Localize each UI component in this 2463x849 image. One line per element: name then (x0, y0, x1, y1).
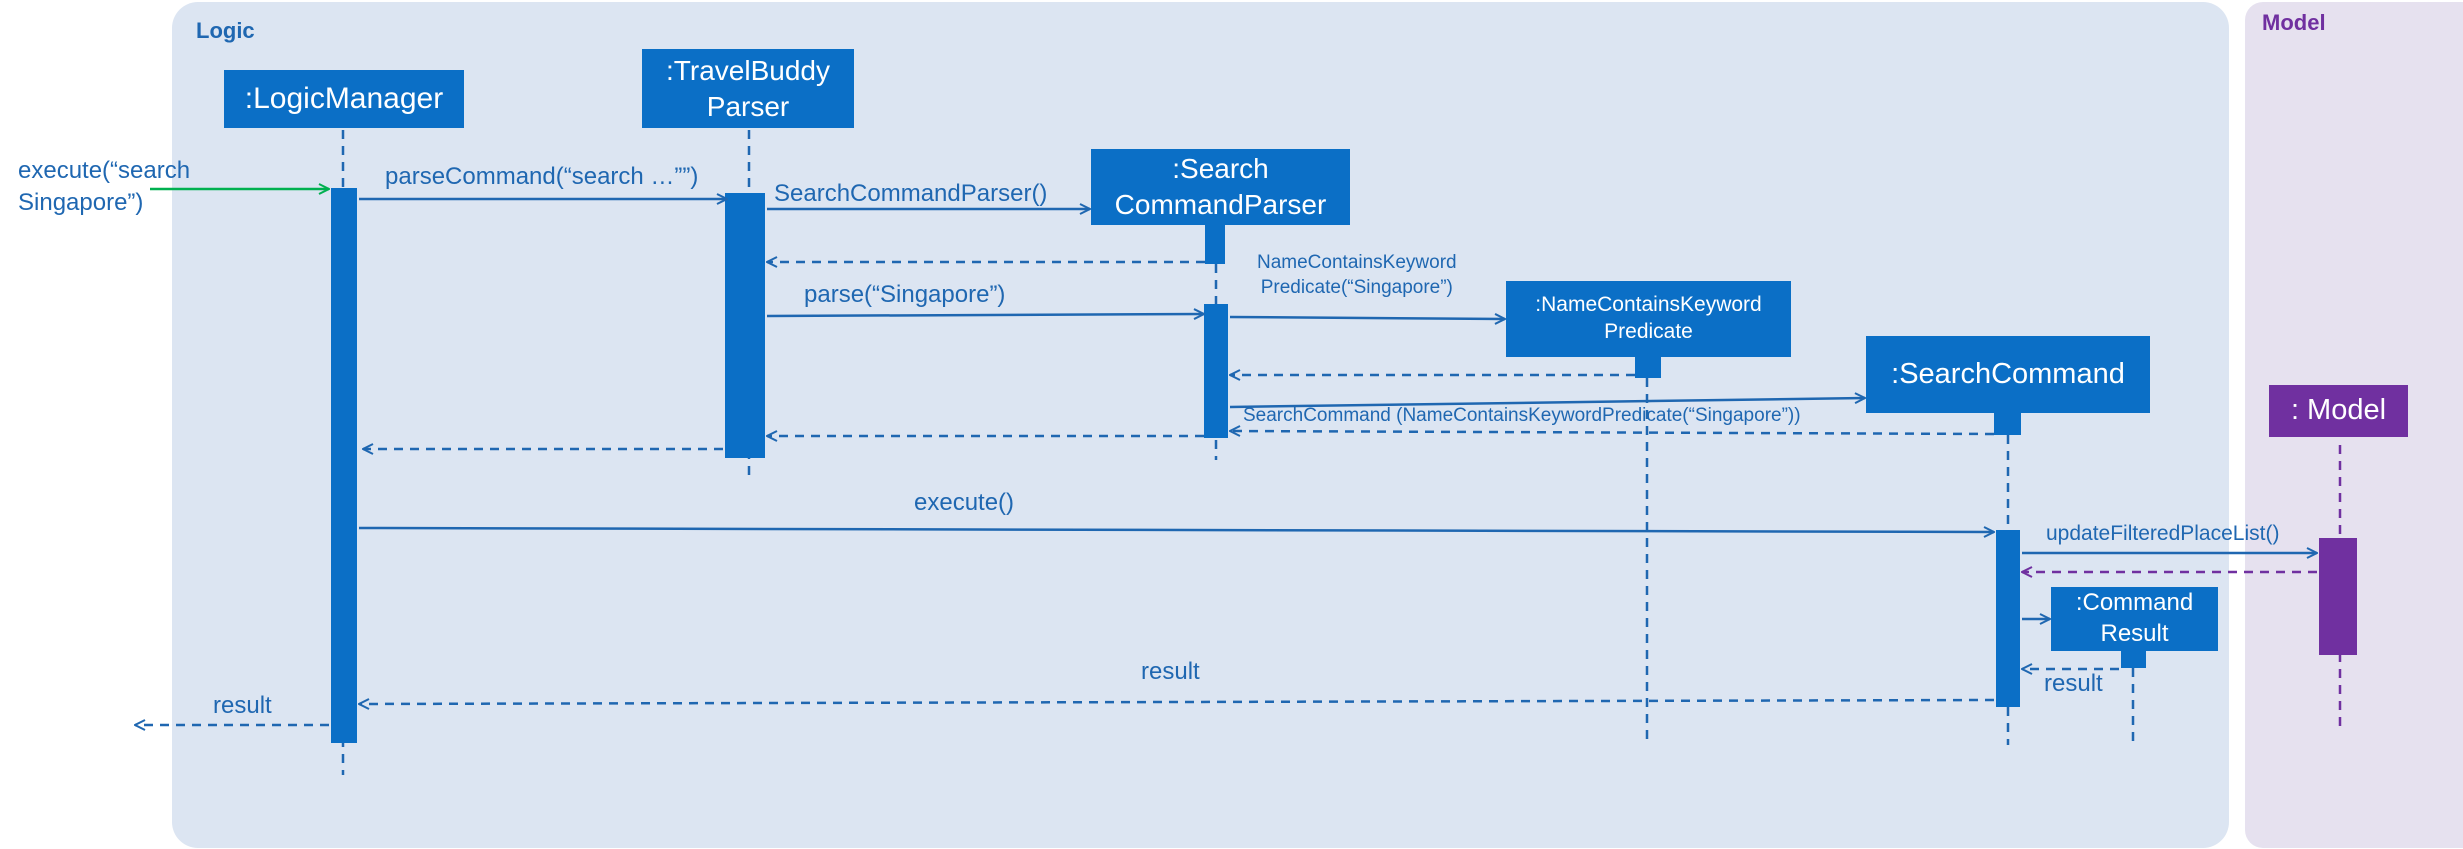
activation-model (2319, 538, 2357, 655)
activation-predicate-init (1635, 357, 1661, 378)
activation-logic-manager (331, 188, 357, 743)
label-result-from-command: result (1141, 658, 1200, 685)
label-parse: parse(“Singapore”) (804, 281, 1006, 308)
label-parse-command: parseCommand(“search …””) (385, 163, 699, 190)
label-execute-in: execute(“search Singapore”) (18, 157, 191, 216)
label-create-parser: SearchCommandParser() (774, 180, 1048, 207)
participant-predicate: :NameContainsKeyword Predicate (1506, 281, 1791, 357)
participant-command-result: :Command Result (2051, 587, 2218, 651)
activation-search-parser-init (1205, 225, 1225, 264)
participant-search-command-parser: :Search CommandParser (1091, 149, 1350, 225)
activation-parser (725, 193, 765, 458)
return-execute (359, 700, 1995, 704)
arrow-create-command (1229, 398, 1865, 409)
return-create-command (1230, 431, 1995, 434)
activation-search-parser (1204, 304, 1228, 438)
arrow-parse (766, 314, 1204, 316)
participant-search-command: :SearchCommand (1866, 336, 2150, 413)
activation-search-command-init (1994, 413, 2021, 435)
activation-search-command (1996, 530, 2020, 707)
label-result-from-result: result (2044, 670, 2103, 697)
label-result-out: result (213, 692, 272, 719)
participant-travelbuddy-parser: :TravelBuddy Parser (642, 49, 854, 128)
logic-frame-label: Logic (196, 18, 255, 43)
logic-frame (172, 2, 2229, 848)
model-frame-label: Model (2262, 10, 2326, 35)
label-create-predicate: NameContainsKeyword Predicate(“Singapore… (1257, 252, 1457, 299)
activation-command-result-init (2121, 646, 2146, 668)
participant-model: : Model (2269, 385, 2408, 437)
participant-logic-manager: :LogicManager (224, 70, 464, 128)
label-execute: execute() (914, 489, 1015, 516)
arrow-create-predicate (1229, 317, 1505, 319)
label-create-command: SearchCommand (NameContainsKeywordPredic… (1243, 405, 1801, 426)
label-update-list: updateFilteredPlaceList() (2046, 522, 2280, 545)
arrow-execute (358, 528, 1994, 532)
